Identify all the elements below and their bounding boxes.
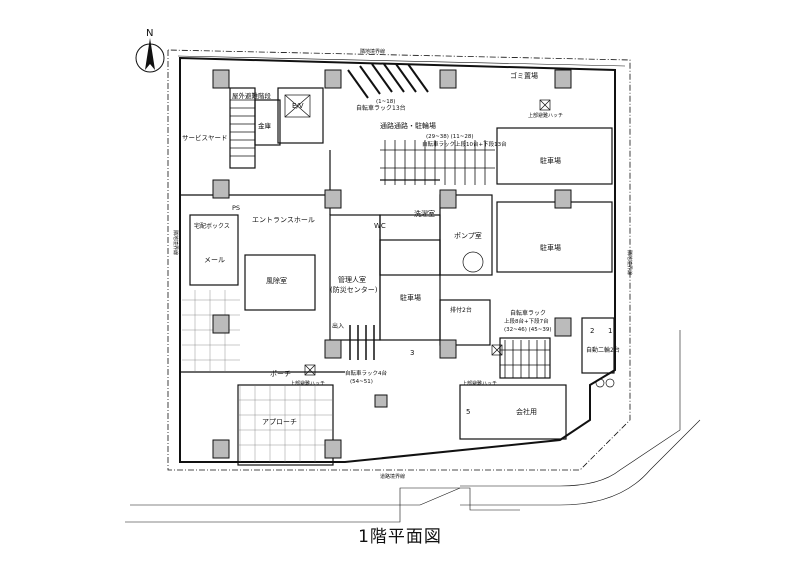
- drawing-caption: 1階平面図: [358, 527, 442, 547]
- slot-2-label: 2: [590, 327, 594, 335]
- ps-label: PS: [232, 204, 240, 212]
- bike-rack-top-range: (1~18): [376, 99, 395, 105]
- porch-label: ポーチ: [270, 370, 291, 378]
- entrance-hall-label: エントランスホール: [252, 216, 315, 224]
- road-right-label: 隣地境界線: [626, 250, 633, 275]
- two-level-label: 自動二輪2台: [586, 346, 620, 354]
- rack-right-count: 上段8台+下段7台: [504, 317, 549, 325]
- elevator-label: E/V: [292, 102, 304, 110]
- bike-rack-bottom-label: 自転車ラック4台: [345, 369, 387, 377]
- road-left-label: 隣地境界線: [172, 230, 179, 255]
- wc-label: WC: [374, 222, 386, 230]
- road-top-label: 隣地境界線: [360, 48, 385, 55]
- manager-room-sub-label: (防災センター): [330, 285, 378, 294]
- bike-rack-top-label: 自転車ラック13台: [356, 104, 406, 112]
- room-labels: 屋外避難階段 E/V 金庫 サービスヤード PS エントランスホール 宅配ボック…: [172, 48, 633, 480]
- dosen-label: 排付2台: [450, 306, 472, 314]
- road-bottom-label: 道路境界線: [380, 473, 405, 480]
- manager-room-label: 管理人室: [338, 275, 366, 284]
- rack-right-label: 自転車ラック: [510, 309, 546, 317]
- hatch-markers: [284, 94, 615, 388]
- mail-label: メール: [204, 256, 225, 264]
- hatch-1-label: 上部避難ハッチ: [528, 112, 563, 119]
- building-outline: [179, 56, 616, 463]
- delivery-box-label: 宅配ボックス: [194, 222, 230, 230]
- parking-3-label: 駐車場: [400, 293, 421, 302]
- bike-rack-mid-label: 自転車ラック上段10台+下段13台: [422, 140, 507, 148]
- compass-label: N: [146, 28, 153, 39]
- interior-walls: [180, 87, 615, 466]
- parking-3-number: 3: [410, 349, 414, 357]
- safe-label: 金庫: [258, 121, 272, 130]
- approach-label: アプローチ: [262, 418, 297, 426]
- bike-rack-bottom: [349, 325, 375, 360]
- garbage-label: ゴミ置場: [510, 71, 538, 80]
- north-arrow-icon: N: [135, 28, 165, 73]
- outdoor-stair-label: 屋外避難階段: [232, 91, 272, 100]
- bike-rack-top: [347, 63, 429, 99]
- windbreak-label: 風除室: [266, 276, 287, 285]
- bike-rack-bottom-range: (54~51): [350, 379, 373, 385]
- bike-rack-mid: [380, 140, 495, 185]
- hatch-3-label: 上部避難ハッチ: [462, 380, 497, 387]
- entrance-bottom-label: 出入: [332, 322, 344, 330]
- parking-1-label: 駐車場: [540, 156, 561, 165]
- service-yard-label: サービスヤード: [182, 133, 228, 142]
- slot-1-label: 1: [608, 327, 612, 335]
- structural-columns: [212, 69, 572, 459]
- site-boundary: [125, 49, 701, 523]
- stair-steps: [230, 99, 255, 157]
- bike-rack-right: [500, 340, 550, 378]
- hatch-2-label: 上部避難ハッチ: [290, 380, 325, 387]
- company-label: 会社用: [516, 407, 537, 416]
- parking-2-label: 駐車場: [540, 243, 561, 252]
- bike-rack-mid-range: (29~38) (11~28): [426, 134, 474, 140]
- pump-room-label: ポンプ室: [454, 231, 482, 240]
- laundry-label: 洗濯室: [414, 209, 435, 218]
- passage-bike-label: 通路通路・駐輪場: [380, 121, 436, 130]
- tile-pattern: [182, 290, 333, 462]
- company-number: 5: [466, 408, 470, 416]
- rack-right-range: (32~46) (45~39): [504, 327, 552, 333]
